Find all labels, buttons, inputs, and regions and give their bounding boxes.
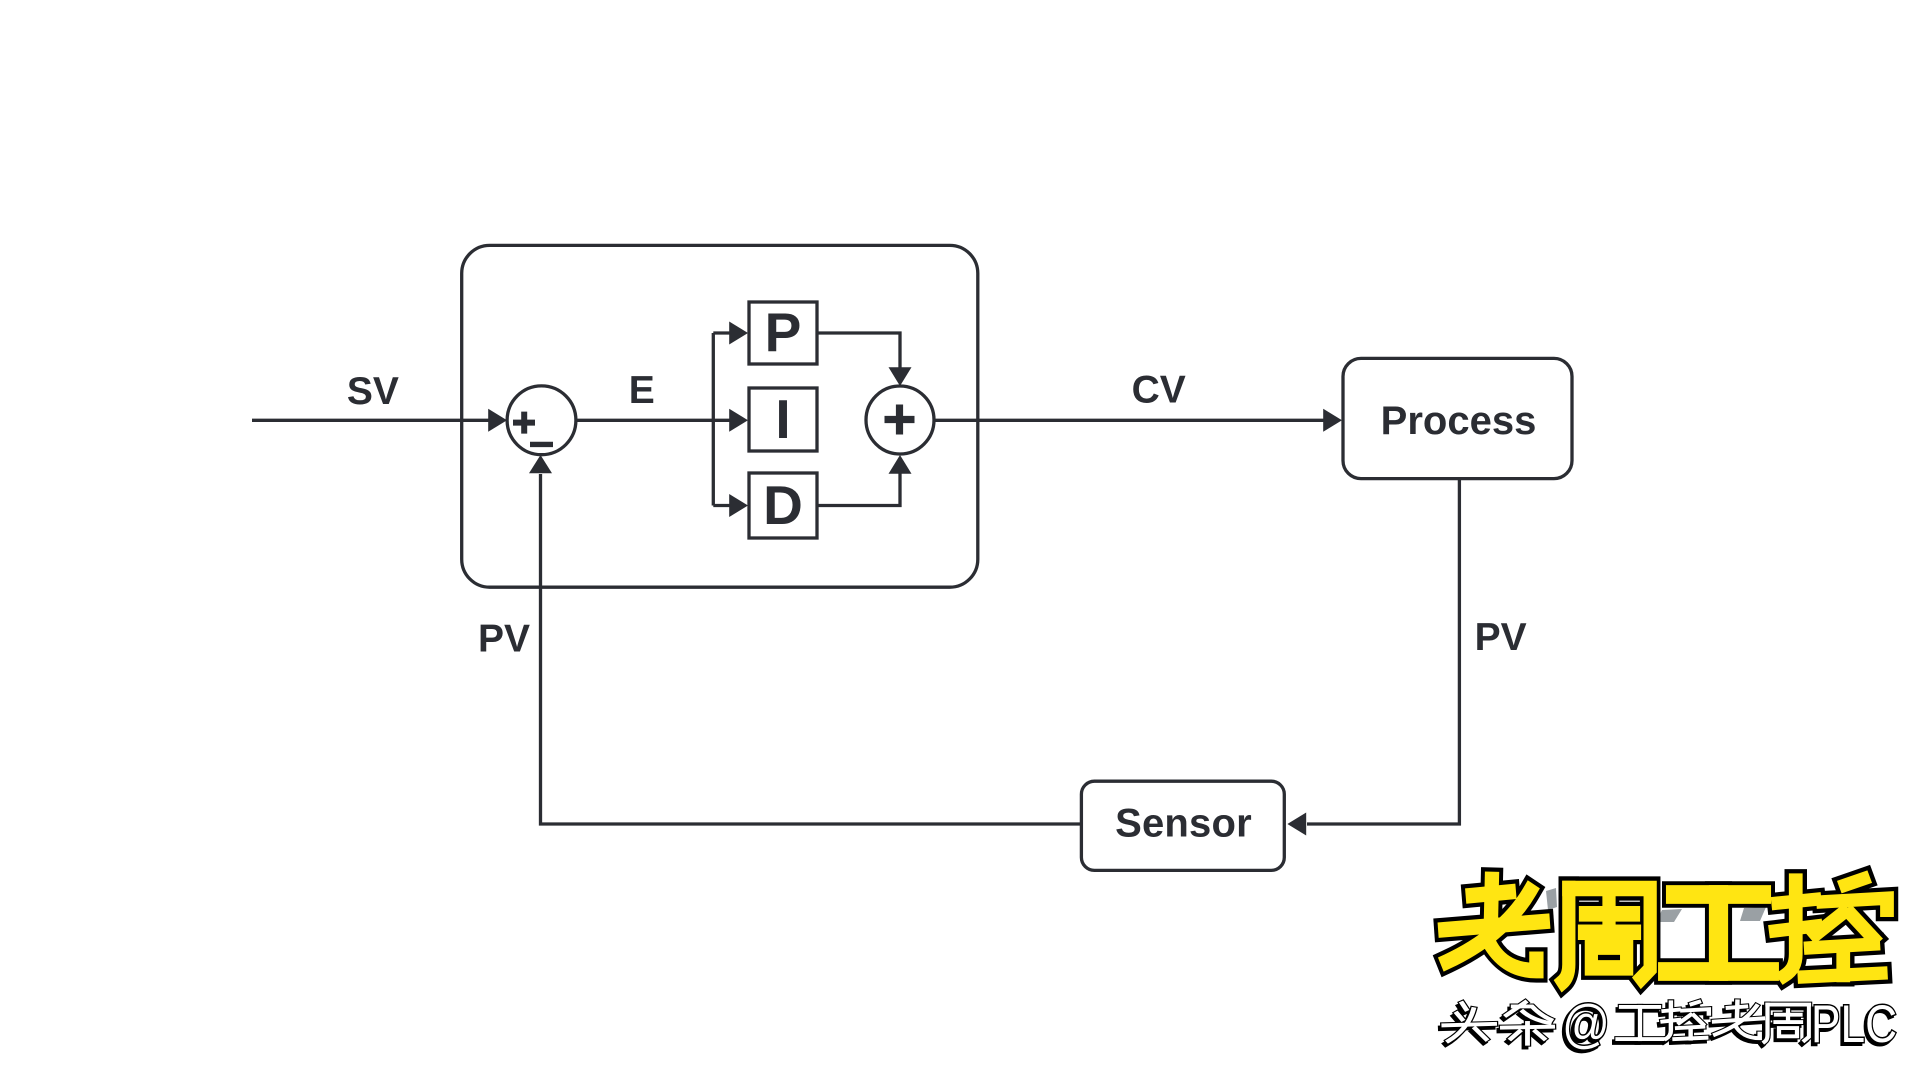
svg-text:Sensor: Sensor [1115, 801, 1252, 845]
svg-text:SV: SV [347, 370, 399, 413]
svg-text:@: @ [1560, 998, 1608, 1057]
svg-text:E: E [629, 369, 655, 412]
svg-text:I: I [775, 388, 790, 450]
svg-text:@: @ [1562, 995, 1610, 1054]
svg-text:PLC: PLC [1811, 995, 1897, 1054]
svg-text:CV: CV [1132, 369, 1186, 412]
svg-text:P: P [765, 302, 802, 364]
svg-text:PV: PV [1475, 616, 1527, 659]
svg-text:Process: Process [1381, 399, 1537, 443]
svg-text:PLC: PLC [1809, 998, 1895, 1057]
svg-text:D: D [763, 474, 803, 536]
svg-text:PV: PV [478, 618, 530, 661]
